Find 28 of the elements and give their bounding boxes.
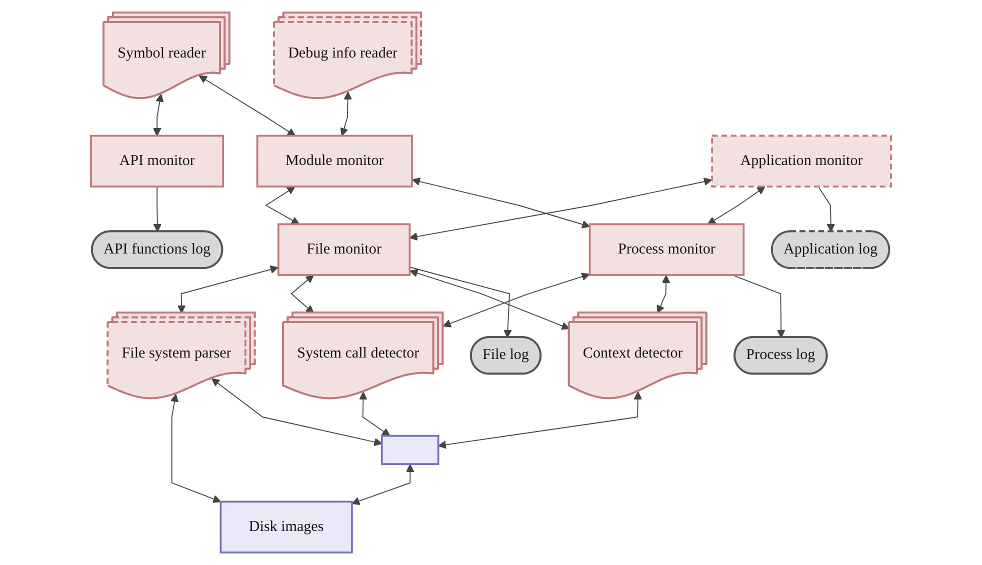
arrow: [732, 274, 786, 338]
arrow: [410, 269, 570, 330]
node-box: [380, 434, 440, 465]
arrow: [442, 272, 590, 328]
arrow: [198, 75, 296, 136]
arrow: [177, 265, 278, 314]
node-box: Module monitor: [256, 134, 413, 188]
node-box: Application monitor: [711, 134, 892, 188]
arrow: [409, 266, 512, 338]
node-box: Process monitor: [588, 223, 745, 276]
arrow: [438, 391, 642, 449]
node-box: API monitor: [90, 134, 224, 188]
node-box: File monitor: [277, 223, 411, 276]
arrow: [170, 394, 222, 503]
arrow: [265, 186, 300, 225]
arrow: [818, 186, 835, 232]
arrow: [359, 392, 390, 436]
arrow: [152, 94, 164, 136]
arrow: [656, 274, 670, 314]
arrow: [707, 186, 766, 225]
arrow: [340, 92, 352, 136]
arrow: [412, 178, 590, 228]
node-box: Disk images: [220, 500, 353, 554]
arrow: [352, 464, 414, 506]
arrow: [290, 274, 314, 314]
arrow: [153, 186, 162, 232]
arrow: [211, 378, 382, 446]
arrow: [409, 178, 712, 241]
